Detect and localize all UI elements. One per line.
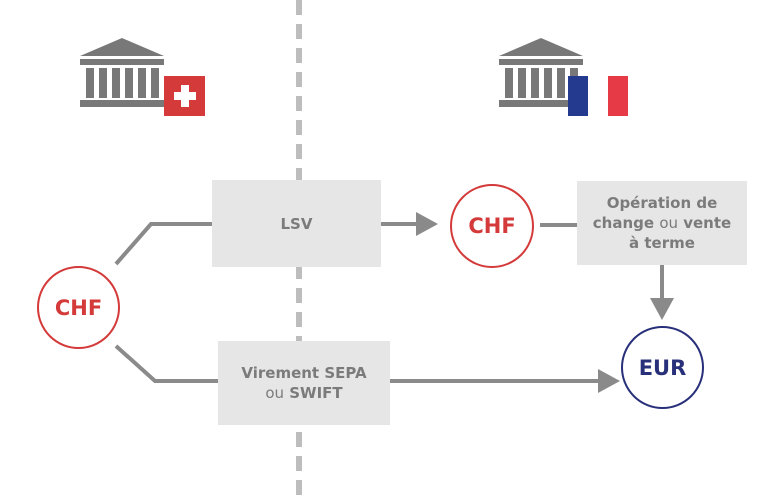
exchange-box: Opération de change ou vente à terme xyxy=(577,181,747,265)
target-currency-label: EUR xyxy=(638,355,687,380)
exchange-line2: change ou vente xyxy=(592,214,732,232)
line-chf-to-transfer xyxy=(114,344,220,383)
source-currency-label: CHF xyxy=(54,295,103,320)
line-chf-to-lsv xyxy=(114,222,212,266)
arrow-head-icon xyxy=(598,369,620,393)
exchange-line1: Opération de xyxy=(606,194,718,212)
french-bank-icon xyxy=(499,38,628,116)
swiss-bank-icon xyxy=(80,38,205,116)
lsv-box: LSV xyxy=(212,180,381,267)
lsv-label: LSV xyxy=(280,214,313,233)
mid-currency-circle: CHF xyxy=(450,184,534,268)
source-currency-circle: CHF xyxy=(37,266,120,349)
arrow-head-icon xyxy=(650,298,674,320)
transfer-label-line2: ou SWIFT xyxy=(265,384,343,402)
transfer-label-line1: Virement SEPA xyxy=(241,364,367,382)
exchange-line3: à terme xyxy=(629,234,695,252)
arrow-head-icon xyxy=(416,212,438,236)
transfer-box: Virement SEPA ou SWIFT xyxy=(218,341,390,425)
target-currency-circle: EUR xyxy=(621,326,704,409)
mid-currency-label: CHF xyxy=(468,214,516,238)
